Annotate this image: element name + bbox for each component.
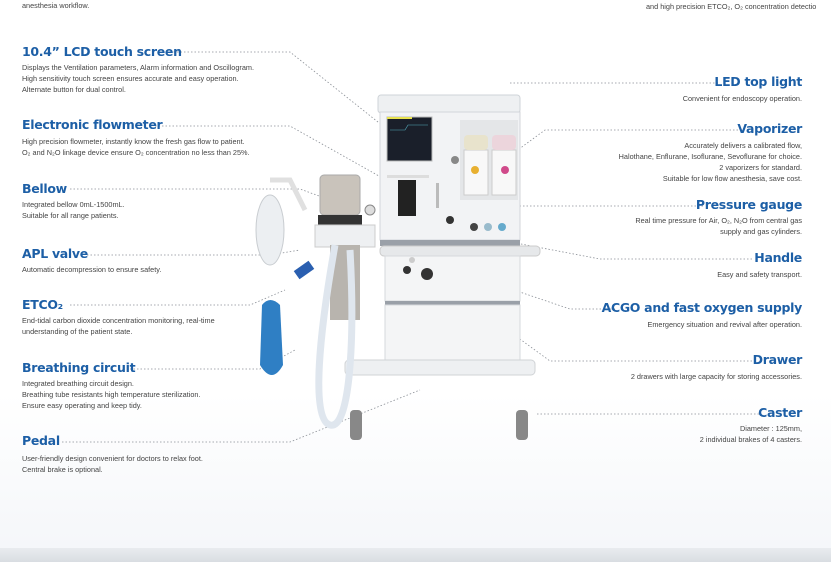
leader-etco2 [70,289,286,306]
desc-line: Emergency situation and revival after op… [647,320,802,329]
leader-handle [499,239,752,260]
feature-title-drawer: Drawer [752,352,803,367]
desc-line: Integrated bellow 0mL-1500mL. [22,200,125,209]
feature-title-led-top-light: LED top light [714,74,802,89]
feature-desc-apl-valve: Automatic decompression to ensure safety… [22,264,161,275]
feature-title-caster: Caster [758,405,802,420]
feature-desc-handle: Easy and safety transport. [717,269,802,280]
desc-line: understanding of the patient state. [22,327,133,336]
feature-title-pedal: Pedal [22,433,60,448]
desc-line: Breathing tube resistants high temperatu… [22,390,201,399]
feature-title-breathing-circuit: Breathing circuit [22,360,136,375]
feature-desc-etco2: End-tidal carbon dioxide concentration m… [22,315,215,337]
feature-desc-led-top-light: Convenient for endoscopy operation. [683,93,802,104]
desc-line: Suitable for all range patients. [22,211,119,220]
leader-pedal [62,389,421,443]
feature-desc-vaporizer: Accurately delivers a calibrated flow, H… [619,140,802,184]
feature-desc-drawer: 2 drawers with large capacity for storin… [631,371,802,382]
leader-lcd [170,51,389,131]
feature-title-apl-valve: APL valve [22,246,88,261]
leader-breathing [130,349,296,370]
feature-title-flowmeter: Electronic flowmeter [22,117,163,132]
feature-desc-flowmeter: High precision flowmeter, instantly know… [22,136,250,158]
feature-title-acgo: ACGO and fast oxygen supply [601,300,803,315]
desc-line: Diameter : 125mm, [739,424,802,433]
feature-desc-breathing-circuit: Integrated breathing circuit design. Bre… [22,378,200,411]
desc-line: Easy and safety transport. [717,270,802,279]
desc-line: Displays the Ventilation parameters, Ala… [22,63,254,72]
desc-line: Accurately delivers a calibrated flow, [684,141,802,150]
feature-title-pressure-gauge: Pressure gauge [695,197,802,212]
desc-line: High precision flowmeter, instantly know… [22,137,245,146]
desc-line: supply and gas cylinders. [720,227,802,236]
bottom-band [0,548,831,562]
top-left-fragment: anesthesia workflow. [22,1,90,10]
desc-line: Automatic decompression to ensure safety… [22,265,162,274]
desc-line: 2 individual brakes of 4 casters. [699,435,802,444]
desc-line: Real time pressure for Air, O₂, N₂O from… [635,216,802,225]
feature-title-bellow: Bellow [22,181,67,196]
desc-line: Halothane, Enflurane, Isoflurane, Sevofl… [618,152,802,161]
feature-title-lcd: 10.4” LCD touch screen [22,44,182,59]
desc-line: End-tidal carbon dioxide concentration m… [22,316,215,325]
desc-line: Suitable for low flow anesthesia, save c… [662,174,802,183]
feature-title-etco2: ETCO₂ [22,297,63,312]
desc-line: User-friendly design convenient for doct… [22,454,203,463]
leader-vaporizer [514,129,738,153]
desc-line: O₂ and N₂O linkage device ensure O₂ conc… [22,148,250,157]
feature-desc-pedal: User-friendly design convenient for doct… [22,453,203,475]
feature-desc-acgo: Emergency situation and revival after op… [647,319,802,330]
desc-line: Alternate button for dual control. [22,85,126,94]
feature-desc-pressure-gauge: Real time pressure for Air, O₂, N₂O from… [635,215,802,237]
desc-line: Central brake is optional. [22,465,103,474]
desc-line: Integrated breathing circuit design. [22,379,134,388]
desc-line: 2 vaporizers for standard. [719,163,802,172]
desc-line: Convenient for endoscopy operation. [682,94,802,103]
feature-desc-bellow: Integrated bellow 0mL-1500mL. Suitable f… [22,199,125,221]
feature-desc-lcd: Displays the Ventilation parameters, Ala… [22,62,254,95]
desc-line: High sensitivity touch screen ensures ac… [22,74,239,83]
anesthesia-machine-image [255,94,541,440]
top-right-fragment: and high precision ETCO₂, O₂ concentrati… [646,2,817,11]
feature-title-vaporizer: Vaporizer [737,121,802,136]
feature-desc-caster: Diameter : 125mm, 2 individual brakes of… [700,423,802,445]
feature-title-handle: Handle [754,250,802,265]
desc-line: 2 drawers with large capacity for storin… [630,372,802,381]
desc-line: Ensure easy operating and keep tidy. [22,401,142,410]
